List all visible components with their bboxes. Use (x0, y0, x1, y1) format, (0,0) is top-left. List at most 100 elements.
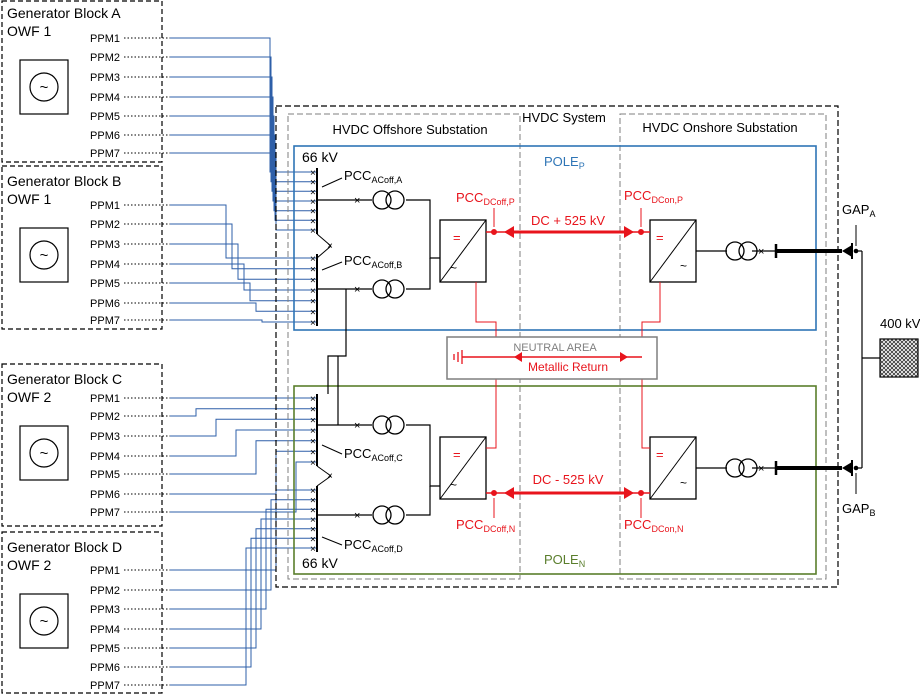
metallic-return-arrow-right (620, 352, 628, 362)
feeder-breaker: × (310, 187, 316, 198)
generator-block-a-frame (1, 0, 163, 163)
converter-offshore-p: = ~ (439, 219, 487, 283)
ppm-label: PPM2 (90, 52, 120, 64)
pcc-acoff-c-arrow (321, 444, 343, 455)
block-c-owf: OWF 2 (7, 389, 52, 405)
dc-negative-label: DC - 525 kV (533, 472, 604, 487)
feeder-breaker: × (310, 437, 316, 448)
ppm-feeder (170, 204, 317, 259)
pole-p-frame (293, 145, 817, 331)
generator-d-icon: ~ (19, 593, 69, 649)
pcc-acoff-d-arrow (321, 536, 343, 546)
pcc-acoff-b: PCCACoff,B (344, 253, 402, 270)
feeder-breaker: × (310, 297, 316, 308)
transformer-offshore-d (372, 505, 405, 525)
ppm-feeder (170, 263, 317, 291)
ppm-label: PPM7 (90, 148, 120, 160)
ppm-feeder (170, 96, 317, 202)
svg-text:=: = (656, 447, 664, 462)
ppm-feeder (170, 319, 317, 323)
feeder-breaker: × (310, 415, 316, 426)
ppm-label: PPM7 (90, 507, 120, 519)
ppm-label: PPM5 (90, 278, 120, 290)
onshore-breaker-n: × (758, 463, 764, 475)
gap-a-terminal (842, 225, 859, 259)
ppm-label: PPM7 (90, 680, 120, 692)
gap-b-label: GAPB (842, 501, 875, 518)
pcc-acoff-a-arrow (321, 177, 343, 188)
feeder-breaker: × (310, 254, 316, 265)
feeder-breaker: × (310, 207, 316, 218)
feeder-breaker: × (310, 447, 316, 458)
block-a-owf: OWF 1 (7, 23, 52, 39)
svg-text:~: ~ (680, 476, 687, 490)
feeder-breaker: × (310, 458, 316, 469)
metallic-return-arrow-left (514, 352, 522, 362)
gap-a-label: GAPA (842, 202, 875, 219)
svg-text:~: ~ (40, 247, 49, 264)
pcc-acoff-a: PCCACoff,A (344, 168, 402, 185)
ppm-label: PPM1 (90, 200, 120, 212)
ppm-label: PPM4 (90, 92, 120, 104)
feeder-breaker: × (310, 168, 316, 179)
feeder-breaker: × (310, 426, 316, 437)
feeder-breaker: × (310, 534, 316, 545)
breaker-c: × (354, 420, 360, 432)
ppm-feeder (170, 440, 317, 475)
transformer-offshore-c (372, 415, 405, 435)
pcc-acoff-c: PCCACoff,C (344, 446, 403, 463)
feeder-breaker: × (310, 265, 316, 276)
grid-400kv-box (879, 338, 919, 378)
ppm-feeder (170, 134, 317, 221)
feeder-breaker: × (310, 197, 316, 208)
bus-coupler-ab-2 (316, 245, 332, 259)
grid-400kv-label: 400 kV (880, 316, 920, 331)
block-c-title: Generator Block C (7, 371, 122, 387)
metallic-return-label: Metallic Return (528, 360, 608, 374)
block-b-title: Generator Block B (7, 173, 121, 189)
ppm-feeder (170, 243, 317, 280)
voltage-66kv-bottom: 66 kV (302, 555, 338, 571)
svg-text:~: ~ (680, 259, 687, 273)
ppm-label: PPM6 (90, 130, 120, 142)
bus-breaker-layer: ×××××××××××××××××××××××××××× (310, 168, 316, 555)
offshore-substation-label: HVDC Offshore Substation (332, 122, 487, 137)
block-b-owf: OWF 1 (7, 191, 52, 207)
pcc-acoff-d: PCCACoff,D (344, 537, 403, 554)
ppm-feeder (170, 418, 317, 437)
ground-icon (453, 350, 463, 364)
ppm-feeder (170, 450, 317, 495)
ppm-label: PPM6 (90, 298, 120, 310)
ppm-label: PPM5 (90, 643, 120, 655)
ppm-label: PPM6 (90, 489, 120, 501)
transformer-onshore-p (725, 241, 758, 261)
svg-text:~: ~ (40, 79, 49, 96)
ppm-label: PPM5 (90, 111, 120, 123)
svg-text:=: = (453, 230, 461, 245)
ppm-label: PPM7 (90, 315, 120, 327)
ppm-label: PPM1 (90, 565, 120, 577)
dc-line-positive (486, 226, 650, 238)
transformer-offshore-b (372, 279, 405, 299)
ppm-feeder (170, 547, 317, 686)
bus-coupler-cd-breaker: × (327, 471, 333, 482)
ppm-feeder (170, 76, 317, 192)
feeder-breaker: × (310, 486, 316, 497)
ppm-label: PPM4 (90, 451, 120, 463)
hvdc-system-label: HVDC System (522, 110, 606, 125)
bus-coupler-ab-breaker: × (327, 241, 333, 252)
ppm-feeder (170, 499, 317, 591)
pcc-dcoff-p: PCCDCoff,P (456, 190, 515, 207)
ppm-label: PPM4 (90, 259, 120, 271)
ppm-label: PPM2 (90, 219, 120, 231)
bus-coupler-cd-2 (316, 475, 332, 487)
ppm-feeder (170, 37, 317, 173)
feeder-breaker: × (310, 405, 316, 416)
svg-text:~: ~ (40, 613, 49, 630)
feeder-breaker: × (310, 544, 316, 555)
feeder-breaker: × (310, 178, 316, 189)
converter-onshore-n: = ~ (649, 436, 697, 500)
svg-text:~: ~ (40, 445, 49, 462)
offshore-ac-wiring (317, 199, 440, 516)
